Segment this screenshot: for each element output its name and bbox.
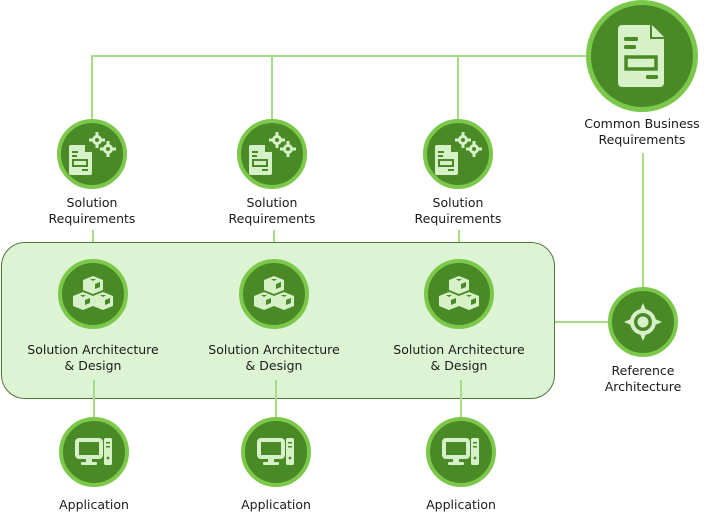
application-label: Application (241, 497, 311, 513)
solution-requirements-circle (57, 119, 127, 189)
cubes-icon (437, 274, 481, 314)
connector-cbr-to-ref (642, 153, 644, 291)
label-line-1: Solution Architecture (208, 342, 340, 357)
cubes-icon (71, 274, 115, 314)
connector-col2-arch-app (275, 380, 277, 418)
label-line-1: Application (241, 497, 311, 512)
label-line-2: Requirements (48, 211, 136, 226)
document-gears-icon (433, 131, 483, 177)
connector-col3-top (457, 55, 459, 123)
connector-top-horizontal (91, 55, 588, 57)
solution-requirements-label: Solution Requirements (229, 195, 316, 227)
computer-icon (442, 437, 480, 467)
label-line-1: Application (426, 497, 496, 512)
document-gears-icon (67, 131, 117, 177)
label-line-1: Reference (611, 363, 675, 378)
application-circle (59, 417, 129, 487)
label-line-1: Solution Architecture (393, 342, 525, 357)
label-line-2: & Design (245, 358, 303, 373)
common-business-requirements-label: Common Business Requirements (584, 116, 699, 148)
solution-requirements-circle (423, 119, 493, 189)
common-business-requirements-circle (586, 0, 698, 112)
label-line-1: Solution (246, 195, 298, 210)
connector-col1-arch-app (93, 380, 95, 418)
label-line-2: Requirements (598, 132, 686, 147)
label-line-1: Solution (66, 195, 118, 210)
node-solution-requirements-1[interactable]: Solution Requirements (32, 119, 152, 227)
node-application-1[interactable]: Application (34, 417, 154, 513)
document-gears-icon (247, 131, 297, 177)
crosshair-icon (623, 302, 663, 342)
application-circle (241, 417, 311, 487)
node-application-2[interactable]: Application (216, 417, 336, 513)
label-line-2: Requirements (228, 211, 316, 226)
document-icon (616, 23, 668, 89)
node-common-business-requirements[interactable]: Common Business Requirements (577, 0, 707, 148)
node-reference-architecture[interactable]: Reference Architecture (583, 287, 703, 395)
node-solution-architecture-1[interactable]: Solution Architecture & Design (18, 259, 168, 374)
label-line-1: Solution Architecture (27, 342, 159, 357)
connector-col1-top (91, 55, 93, 123)
solution-requirements-circle (237, 119, 307, 189)
label-line-1: Common Business (584, 116, 700, 131)
label-line-1: Application (59, 497, 129, 512)
computer-icon (75, 437, 113, 467)
solution-architecture-circle (58, 259, 128, 329)
connector-col2-top (271, 55, 273, 123)
node-solution-requirements-2[interactable]: Solution Requirements (212, 119, 332, 227)
node-application-3[interactable]: Application (401, 417, 521, 513)
solution-requirements-label: Solution Requirements (415, 195, 502, 227)
solution-architecture-circle (239, 259, 309, 329)
connector-col3-arch-app (460, 380, 462, 418)
label-line-2: Requirements (414, 211, 502, 226)
solution-architecture-label: Solution Architecture & Design (393, 342, 524, 374)
solution-architecture-circle (424, 259, 494, 329)
reference-architecture-label: Reference Architecture (605, 363, 682, 395)
application-label: Application (59, 497, 129, 513)
node-solution-architecture-2[interactable]: Solution Architecture & Design (199, 259, 349, 374)
application-circle (426, 417, 496, 487)
node-solution-requirements-3[interactable]: Solution Requirements (398, 119, 518, 227)
reference-architecture-circle (608, 287, 678, 357)
label-line-2: & Design (64, 358, 122, 373)
solution-architecture-label: Solution Architecture & Design (27, 342, 158, 374)
solution-architecture-label: Solution Architecture & Design (208, 342, 339, 374)
cubes-icon (252, 274, 296, 314)
label-line-1: Solution (432, 195, 484, 210)
solution-requirements-label: Solution Requirements (49, 195, 136, 227)
label-line-2: & Design (430, 358, 488, 373)
label-line-2: Architecture (604, 379, 682, 394)
computer-icon (257, 437, 295, 467)
connector-group-to-ref (555, 321, 610, 323)
application-label: Application (426, 497, 496, 513)
node-solution-architecture-3[interactable]: Solution Architecture & Design (384, 259, 534, 374)
